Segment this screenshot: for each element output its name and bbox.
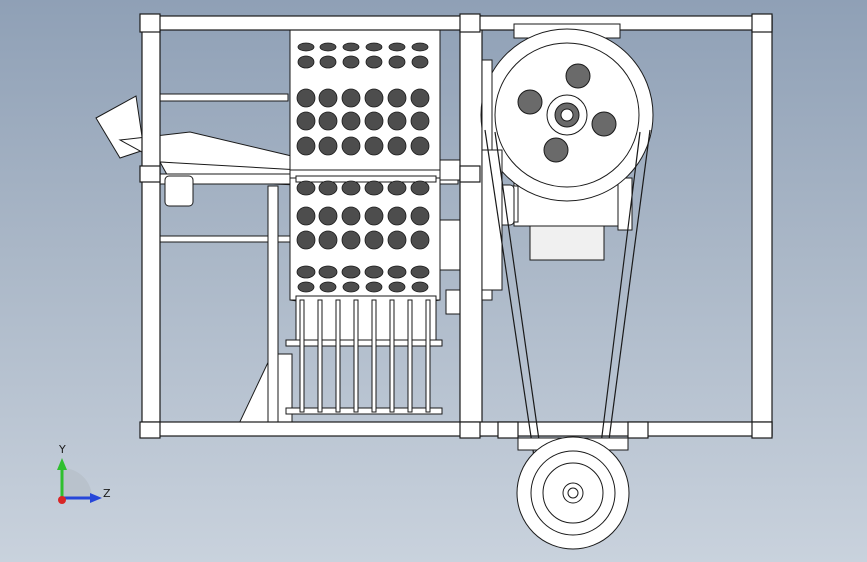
drum-hole xyxy=(342,281,360,293)
drum-hole xyxy=(387,265,407,279)
drum-holes xyxy=(296,42,430,293)
drum-hole xyxy=(411,42,429,52)
drum-hole xyxy=(319,55,337,69)
chain-sprocket xyxy=(481,59,503,301)
drum-hole xyxy=(364,111,384,131)
drum-hole xyxy=(297,55,315,69)
drum-hole xyxy=(410,265,430,279)
drum-hole xyxy=(365,281,383,293)
grate-bar xyxy=(425,299,431,413)
drum-hole xyxy=(296,180,316,196)
drum-hole xyxy=(296,88,316,108)
drum-hole xyxy=(296,265,316,279)
grate-bar xyxy=(389,299,395,413)
drum-hole xyxy=(341,136,361,156)
drum-hole xyxy=(411,281,429,293)
drum-hole xyxy=(297,281,315,293)
drum-hole xyxy=(364,88,384,108)
z-axis-label: Z xyxy=(103,487,111,500)
threshing-drum xyxy=(289,23,441,307)
drum-hole xyxy=(364,206,384,226)
drum-hole xyxy=(296,230,316,250)
drum-hole xyxy=(341,88,361,108)
drum-hole xyxy=(410,111,430,131)
drum-hole xyxy=(364,180,384,196)
z-axis-arrow xyxy=(90,493,102,503)
drum-hole xyxy=(341,180,361,196)
drum-hole xyxy=(388,281,406,293)
grate-bar xyxy=(407,299,413,413)
drum-hole xyxy=(341,206,361,226)
drum-hole xyxy=(387,136,407,156)
drum-hole xyxy=(388,42,406,52)
support-post xyxy=(267,185,279,427)
drum-hole xyxy=(410,206,430,226)
feed-chute xyxy=(95,95,301,186)
drum-hole xyxy=(318,180,338,196)
axis-triad xyxy=(57,458,102,504)
drum-hole xyxy=(319,42,337,52)
discharge-funnel xyxy=(235,353,293,431)
grate-bar xyxy=(335,299,341,413)
y-axis-label: Y xyxy=(59,443,66,456)
v-belt xyxy=(484,129,651,471)
drum-hole xyxy=(342,42,360,52)
drum-hole xyxy=(364,230,384,250)
grate-bar xyxy=(317,299,323,413)
drum-hole xyxy=(342,55,360,69)
lower-wheel xyxy=(516,436,630,550)
drum-hole xyxy=(388,55,406,69)
drum-hole xyxy=(319,281,337,293)
drum-hole xyxy=(387,180,407,196)
grate-bar xyxy=(299,299,305,413)
drum-hole xyxy=(387,230,407,250)
y-axis-arrow xyxy=(57,458,67,470)
drum-hole xyxy=(318,265,338,279)
grate-bar xyxy=(353,299,359,413)
drum-hole xyxy=(365,55,383,69)
frame xyxy=(139,13,773,439)
triad-quarter-shade xyxy=(62,468,92,498)
drum-hole xyxy=(410,136,430,156)
x-axis-dot xyxy=(58,496,66,504)
drum-hole xyxy=(365,42,383,52)
drum-hole xyxy=(387,206,407,226)
drum-hole xyxy=(387,88,407,108)
drum-hole xyxy=(364,265,384,279)
grate-bar xyxy=(371,299,377,413)
drum-hole xyxy=(364,136,384,156)
drum-hole xyxy=(296,111,316,131)
drum-hole xyxy=(296,136,316,156)
drum-hole xyxy=(410,180,430,196)
drum-hole xyxy=(341,265,361,279)
drum-hole xyxy=(318,88,338,108)
drum-hole xyxy=(341,111,361,131)
grate xyxy=(285,295,443,415)
drum-hole xyxy=(318,230,338,250)
drum-hole xyxy=(387,111,407,131)
drum-hole xyxy=(411,55,429,69)
drum-hole xyxy=(296,206,316,226)
drum-hole xyxy=(297,42,315,52)
drum-hole xyxy=(410,230,430,250)
drive-pulley xyxy=(480,23,654,202)
drum-hole xyxy=(341,230,361,250)
drum-hole xyxy=(410,88,430,108)
drum-hole xyxy=(318,111,338,131)
drum-hole xyxy=(318,136,338,156)
drum-hole xyxy=(318,206,338,226)
